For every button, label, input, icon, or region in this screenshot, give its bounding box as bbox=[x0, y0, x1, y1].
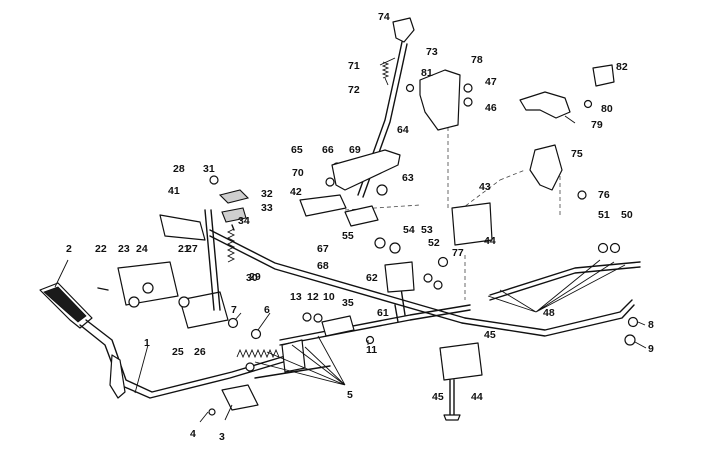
part-label-68: 68 bbox=[317, 260, 329, 272]
part-label-45: 45 bbox=[432, 391, 444, 403]
part-label-31: 31 bbox=[203, 163, 215, 175]
part-label-33: 33 bbox=[261, 202, 273, 214]
part-label-66: 66 bbox=[322, 144, 334, 156]
part-label-63: 63 bbox=[402, 172, 414, 184]
part-label-23: 23 bbox=[118, 243, 130, 255]
part-label-73: 73 bbox=[426, 46, 438, 58]
part-label-30: 30 bbox=[246, 272, 258, 284]
part-label-50: 50 bbox=[621, 209, 633, 221]
part-label-61: 61 bbox=[377, 307, 389, 319]
part-label-44: 44 bbox=[484, 235, 496, 247]
part-label-72: 72 bbox=[348, 84, 360, 96]
part-label-10: 10 bbox=[323, 291, 335, 303]
part-label-28: 28 bbox=[173, 163, 185, 175]
part-label-53: 53 bbox=[421, 224, 433, 236]
part-label-65: 65 bbox=[291, 144, 303, 156]
part-label-76: 76 bbox=[598, 189, 610, 201]
part-label-79: 79 bbox=[591, 119, 603, 131]
part-label-35: 35 bbox=[342, 297, 354, 309]
part-label-5: 5 bbox=[347, 389, 353, 401]
part-label-45: 45 bbox=[484, 329, 496, 341]
part-label-43: 43 bbox=[479, 181, 491, 193]
part-label-44: 44 bbox=[471, 391, 483, 403]
part-label-27: 27 bbox=[186, 243, 198, 255]
part-label-81: 81 bbox=[421, 67, 433, 79]
part-label-32: 32 bbox=[261, 188, 273, 200]
hardware bbox=[97, 83, 639, 416]
part-label-2: 2 bbox=[66, 243, 72, 255]
part-label-67: 67 bbox=[317, 243, 329, 255]
part-label-13: 13 bbox=[290, 291, 302, 303]
part-label-41: 41 bbox=[168, 185, 180, 197]
part-label-22: 22 bbox=[95, 243, 107, 255]
part-label-1: 1 bbox=[144, 337, 150, 349]
part-label-75: 75 bbox=[571, 148, 583, 160]
part-label-8: 8 bbox=[648, 319, 654, 331]
part-label-69: 69 bbox=[349, 144, 361, 156]
part-label-82: 82 bbox=[616, 61, 628, 73]
springs bbox=[226, 61, 390, 359]
part-label-46: 46 bbox=[485, 102, 497, 114]
part-label-48: 48 bbox=[543, 307, 555, 319]
leader-lines bbox=[54, 57, 647, 423]
part-label-4: 4 bbox=[190, 428, 196, 440]
part-label-54: 54 bbox=[403, 224, 415, 236]
part-label-71: 71 bbox=[348, 60, 360, 72]
part-label-29: 29 bbox=[249, 271, 261, 283]
part-label-7: 7 bbox=[231, 304, 237, 316]
gear-lever-assembly bbox=[221, 17, 415, 411]
part-label-11: 11 bbox=[366, 344, 377, 356]
part-label-25: 25 bbox=[172, 346, 184, 358]
part-label-6: 6 bbox=[264, 304, 270, 316]
part-label-47: 47 bbox=[485, 76, 497, 88]
part-label-42: 42 bbox=[290, 186, 302, 198]
part-label-78: 78 bbox=[471, 54, 483, 66]
part-label-70: 70 bbox=[292, 167, 304, 179]
part-label-9: 9 bbox=[648, 343, 654, 355]
part-label-55: 55 bbox=[342, 230, 354, 242]
part-label-21: 21 bbox=[178, 243, 190, 255]
lever-bracket bbox=[117, 209, 229, 329]
part-label-34: 34 bbox=[238, 215, 250, 227]
part-label-80: 80 bbox=[601, 103, 613, 115]
right-brackets bbox=[419, 64, 615, 421]
part-label-64: 64 bbox=[397, 124, 409, 136]
part-label-77: 77 bbox=[452, 247, 464, 259]
part-label-3: 3 bbox=[219, 431, 225, 443]
control-rods bbox=[209, 229, 641, 379]
part-label-26: 26 bbox=[194, 346, 206, 358]
part-label-52: 52 bbox=[428, 237, 440, 249]
part-label-51: 51 bbox=[598, 209, 610, 221]
part-label-74: 74 bbox=[378, 11, 390, 23]
part-label-24: 24 bbox=[136, 243, 148, 255]
part-label-12: 12 bbox=[307, 291, 319, 303]
pedal-assembly bbox=[39, 282, 293, 399]
part-label-62: 62 bbox=[366, 272, 378, 284]
